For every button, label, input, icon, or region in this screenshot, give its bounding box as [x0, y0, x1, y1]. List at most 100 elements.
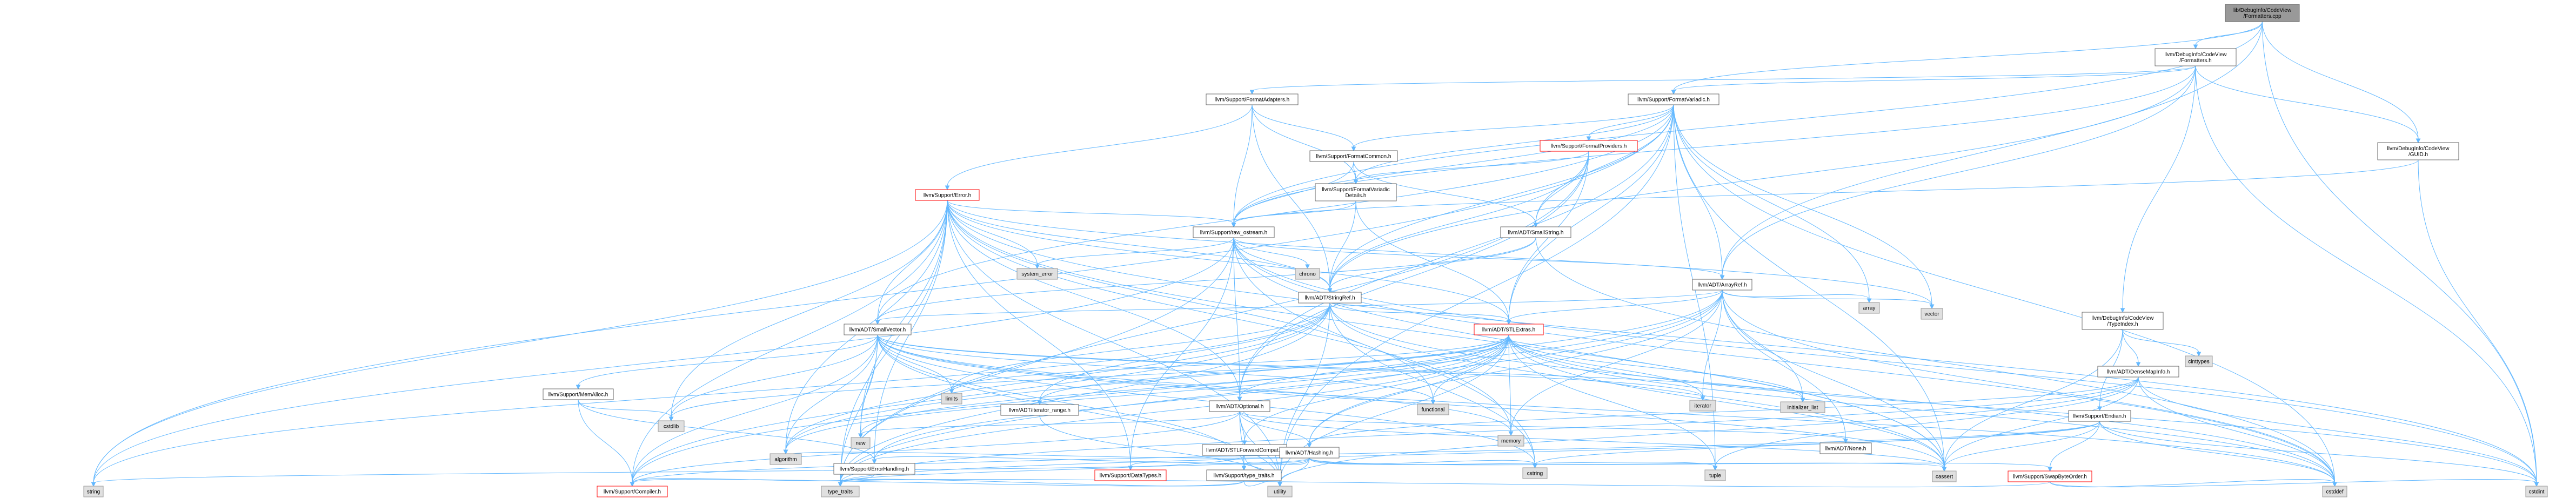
node-label: cstdlib: [664, 424, 679, 430]
include-edge-format_variadic-to-stl_extras: [1508, 104, 1674, 321]
node-cinttypes[interactable]: cinttypes: [2185, 355, 2213, 367]
include-edge-small_vector-to-initializer_list: [877, 334, 1803, 399]
include-edge-format_providers-to-type_traits: [840, 151, 1589, 483]
include-edge-dense_map_info-to-utility: [1280, 376, 2139, 483]
node-label: llvm/ADT/Optional.h: [1216, 404, 1264, 410]
node-type-traits-h[interactable]: llvm/Support/type_traits.h: [1206, 469, 1282, 481]
include-edge-small_vector-to-memory: [877, 334, 1511, 433]
node-swap-byte-order[interactable]: llvm/Support/SwapByteOrder.h: [2008, 470, 2092, 482]
edge-arrowhead: [668, 416, 674, 422]
include-edge-format_providers-to-optional_h: [1239, 151, 1589, 398]
include-edge-array_ref-to-vector: [1722, 290, 1932, 306]
edge-arrowhead: [1353, 179, 1359, 185]
include-edge-array_ref-to-hashing: [1309, 290, 1723, 445]
edge-arrowhead: [783, 449, 788, 455]
node-raw-ostream[interactable]: llvm/Support/raw_ostream.h: [1193, 226, 1275, 238]
node-type-traits[interactable]: type_traits: [821, 486, 860, 497]
include-edge-array_ref-to-iterator: [1702, 290, 1723, 398]
node-box: [1692, 279, 1752, 291]
include-edge-raw_ostream-to-data_types: [1130, 237, 1234, 467]
node-type-index[interactable]: llvm/DebugInfo/CodeView/TypeIndex.h: [2082, 312, 2164, 330]
include-edge-stl_forward_compat-to-type_traits: [840, 455, 1245, 483]
include-edge-error_h-to-raw_ostream: [947, 200, 1234, 224]
include-edge-optional_h-to-hashing: [1239, 411, 1310, 445]
node-box: [851, 437, 871, 449]
node-algorithm[interactable]: algorithm: [770, 453, 802, 465]
node-cassert[interactable]: cassert: [1932, 470, 1957, 482]
include-edge-hashing-to-cstring: [1309, 457, 1535, 465]
node-utility[interactable]: utility: [1267, 486, 1293, 497]
node-guid-h[interactable]: llvm/DebugInfo/CodeView/GUID.h: [2377, 142, 2459, 160]
node-dense-map-info[interactable]: llvm/ADT/DenseMapInfo.h: [2097, 366, 2179, 378]
node-tuple[interactable]: tuple: [1704, 469, 1726, 481]
node-memory[interactable]: memory: [1497, 435, 1524, 447]
node-mem-alloc[interactable]: llvm/Support/MemAlloc.h: [543, 388, 614, 400]
include-edge-hashing-to-string: [93, 457, 1310, 483]
include-edge-array_ref-to-array: [1722, 290, 1870, 300]
include-edge-raw_ostream-to-cstddef: [1233, 237, 2335, 483]
node-label: /Formatters.h: [2179, 58, 2211, 64]
node-cstdlib[interactable]: cstdlib: [658, 420, 685, 432]
node-array[interactable]: array: [1858, 302, 1880, 314]
node-cstdint[interactable]: cstdint: [2525, 486, 2548, 497]
node-label: llvm/Support/FormatCommon.h: [1316, 154, 1391, 160]
node-vector[interactable]: vector: [1921, 308, 1943, 320]
node-none-h[interactable]: llvm/ADT/None.h: [1819, 442, 1872, 454]
node-string[interactable]: string: [83, 486, 104, 497]
include-edge-raw_ostream-to-cstdint: [1233, 237, 2537, 483]
include-edge-small_vector-to-cstring: [877, 334, 1535, 465]
node-format-variadic[interactable]: llvm/Support/FormatVariadic.h: [1628, 93, 1719, 105]
node-iterator-range[interactable]: llvm/ADT/iterator_range.h: [1000, 404, 1079, 416]
node-iterator[interactable]: iterator: [1689, 400, 1716, 412]
node-compiler[interactable]: llvm/Support/Compiler.h: [597, 486, 668, 497]
include-edge-stl_extras-to-stl_forward_compat: [1244, 334, 1509, 442]
node-box: [1298, 292, 1362, 304]
node-formatters-h[interactable]: llvm/DebugInfo/CodeView/Formatters.h: [2155, 48, 2237, 66]
node-label: llvm/Support/Error.h: [924, 193, 971, 199]
node-small-vector[interactable]: llvm/ADT/SmallVector.h: [844, 324, 912, 335]
node-format-common[interactable]: llvm/Support/FormatCommon.h: [1309, 150, 1398, 162]
include-edge-format_variadic-to-array_ref: [1673, 104, 1723, 277]
node-string-ref[interactable]: llvm/ADT/StringRef.h: [1298, 292, 1362, 304]
node-initializer-list[interactable]: initializer_list: [1780, 401, 1825, 413]
node-label: Details.h: [1346, 193, 1367, 199]
node-box: [1932, 470, 1957, 482]
node-stl-extras[interactable]: llvm/ADT/STLExtras.h: [1474, 324, 1544, 335]
include-edge-stl_extras-to-cassert: [1508, 334, 1945, 468]
node-cstddef[interactable]: cstddef: [2322, 486, 2347, 497]
edge-arrowhead: [576, 385, 581, 390]
include-edge-string_ref-to-iterator_range: [1039, 302, 1330, 402]
node-format-providers[interactable]: llvm/Support/FormatProviders.h: [1540, 140, 1638, 152]
node-limits[interactable]: limits: [941, 393, 962, 405]
node-box: [1267, 486, 1293, 497]
node-box: [1500, 226, 1571, 238]
node-hashing[interactable]: llvm/ADT/Hashing.h: [1279, 447, 1340, 459]
node-data-types[interactable]: llvm/Support/DataTypes.h: [1094, 469, 1167, 481]
node-error-handling[interactable]: llvm/Support/ErrorHandling.h: [833, 463, 915, 475]
edge-arrowhead: [2048, 467, 2052, 472]
node-chrono[interactable]: chrono: [1295, 268, 1320, 280]
node-system-error[interactable]: system_error: [1016, 268, 1058, 280]
include-edge-format_common-to-small_string: [1353, 161, 1536, 224]
node-new[interactable]: new: [851, 437, 871, 449]
node-array-ref[interactable]: llvm/ADT/ArrayRef.h: [1692, 279, 1752, 291]
node-label: llvm/ADT/SmallVector.h: [849, 327, 906, 333]
node-box: [1858, 302, 1880, 314]
node-box: [83, 486, 104, 497]
node-functional[interactable]: functional: [1417, 403, 1449, 415]
include-edge-optional_h-to-cassert: [1239, 411, 1945, 468]
include-edge-stl_extras-to-memory: [1508, 334, 1511, 433]
include-edge-root-to-cstdint: [2262, 21, 2537, 483]
node-optional-h[interactable]: llvm/ADT/Optional.h: [1209, 400, 1270, 412]
node-root[interactable]: lib/DebugInfo/CodeView/Formatters.cpp: [2225, 4, 2300, 22]
include-edge-formatters_h-to-cstdint: [2195, 65, 2537, 483]
include-edge-mem_alloc-to-error_handling: [578, 399, 875, 461]
node-small-string[interactable]: llvm/ADT/SmallString.h: [1500, 226, 1571, 238]
node-cstring[interactable]: cstring: [1522, 467, 1548, 479]
include-edge-error_h-to-new: [860, 200, 948, 435]
node-error-h[interactable]: llvm/Support/Error.h: [915, 189, 980, 201]
node-format-adapters[interactable]: llvm/Support/FormatAdapters.h: [1206, 93, 1299, 105]
node-stl-forward-compat[interactable]: llvm/ADT/STLForwardCompat.h: [1202, 444, 1287, 456]
node-endian[interactable]: llvm/Support/Endian.h: [2068, 410, 2131, 422]
